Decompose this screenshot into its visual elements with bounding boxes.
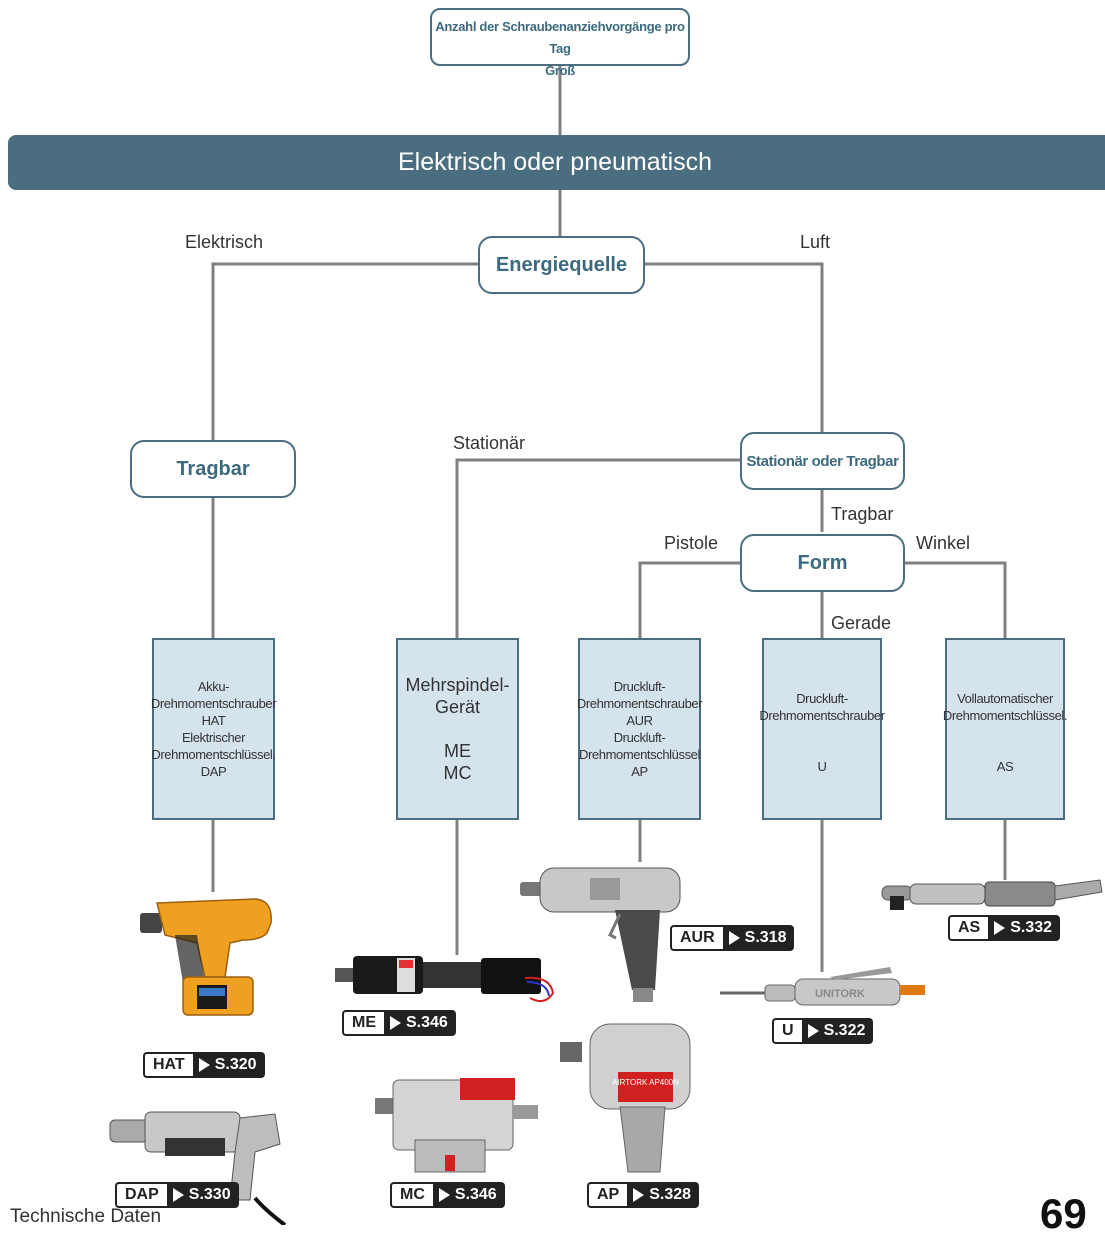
energy-source-node: Energiequelle [478,236,645,294]
tag-u[interactable]: U S.322 [772,1018,874,1044]
edge-label-air: Luft [800,232,831,252]
leaf-line: Drehmomentschlüssel. [151,747,276,762]
tag-ref: S.320 [192,1052,265,1078]
tag-ref-text: S.320 [214,1056,257,1073]
play-arrow-icon [172,1188,184,1202]
leaf-line: Drehmomentschlüssel [579,747,701,762]
tag-hat[interactable]: HAT S.320 [143,1052,265,1078]
tag-ref: S.332 [988,915,1061,941]
play-arrow-icon [438,1188,450,1202]
leaf-line: AUR [626,713,653,728]
tag-ref-text: S.330 [188,1186,231,1203]
tag-aur[interactable]: AUR S.318 [670,925,795,951]
drive-type-banner: Elektrisch oder pneumatisch [8,135,1105,190]
tag-code: ME [342,1010,384,1036]
leaf-line: Mehrspindel- [405,675,510,695]
edge-label-pistol: Pistole [664,533,719,553]
me-tool-image [335,956,555,1003]
leaf-line: HAT [201,713,226,728]
tag-code: AP [587,1182,628,1208]
ap-tool-image: AIRTORK AP400N [560,1023,691,1173]
tag-ref-text: S.322 [823,1022,866,1039]
footer-section-title: Technische Daten [10,1206,162,1227]
tag-code: MC [390,1182,433,1208]
leaf-as: Vollautomatischer Drehmomentschlüssel. A… [942,638,1068,820]
hat-tool-image [140,898,272,1016]
ap-label-text: AIRTORK AP400N [612,1078,679,1087]
u-label-text: UNITORK [815,988,865,1000]
portable-node: Tragbar [130,440,296,498]
tag-ref-text: S.346 [406,1014,448,1031]
leaf-line: U [817,759,827,774]
daily-volume-box: Anzahl der Schraubenanziehvorgänge pro T… [430,8,690,78]
leaf-line: Drehmomentschrauber [759,708,885,723]
leaf-line: MC [443,763,472,783]
mc-tool-image [375,1078,538,1173]
tag-as[interactable]: AS S.332 [948,915,1061,941]
leaf-line: Druckluft- [613,679,666,694]
play-arrow-icon [807,1024,819,1038]
page-number: 69 [1040,1190,1087,1237]
tag-ref: S.330 [166,1182,239,1208]
tag-ref-text: S.318 [744,929,787,946]
daily-volume-value: Groß [545,63,575,78]
tag-dap[interactable]: DAP S.330 [115,1182,239,1208]
play-arrow-icon [390,1016,401,1030]
leaf-line: Elektrischer [181,730,246,745]
daily-volume-title: Anzahl der Schraubenanziehvorgänge pro T… [435,19,685,56]
leaf-line: Drehmomentschrauber [576,696,703,711]
leaf-hat-dap: Akku- Drehmomentschrauber HAT Elektrisch… [150,638,277,820]
tag-code: DAP [115,1182,167,1208]
tag-code: HAT [143,1052,193,1078]
stationary-or-portable-node: Stationär oder Tragbar [740,432,905,490]
tag-ref: S.346 [432,1182,505,1208]
leaf-line: Akku- [197,679,230,694]
tag-ref: S.318 [722,925,795,951]
tag-code: AS [948,915,989,941]
play-arrow-icon [728,931,740,945]
u-tool-image: UNITORK [720,967,925,1006]
tag-code: AUR [670,925,723,951]
as-tool-image [881,879,1103,910]
tag-ref: S.322 [801,1018,874,1044]
leaf-line: AS [996,759,1014,774]
edge-label-angle: Winkel [916,533,971,553]
leaf-aur-ap: Druckluft- Drehmomentschrauber AUR Druck… [576,638,703,820]
leaf-line: AP [631,764,648,779]
edge-label-portable: Tragbar [831,504,894,524]
play-arrow-icon [198,1058,210,1072]
dap-tool-image [109,1111,287,1225]
play-arrow-icon [994,921,1006,935]
leaf-line: DAP [200,764,227,779]
leaf-me-mc: Mehrspindel- Gerät ME MC [396,638,519,820]
leaf-line: Drehmomentschlüssel. [942,708,1068,723]
tag-code: U [772,1018,802,1044]
tag-ref-text: S.332 [1010,919,1053,936]
leaf-u: Druckluft- Drehmomentschrauber U [759,638,885,820]
leaf-line: Druckluft- [796,691,848,706]
tag-ref-text: S.328 [649,1186,692,1203]
leaf-line: Druckluft- [613,730,666,745]
tag-ref: S.346 [384,1010,456,1036]
edge-label-straight: Gerade [831,613,892,633]
play-arrow-icon [633,1188,645,1202]
edge-label-stationary: Stationär [453,433,526,453]
tag-ap[interactable]: AP S.328 [587,1182,700,1208]
tag-mc[interactable]: MC S.346 [390,1182,505,1208]
leaf-line: Drehmomentschrauber [150,696,277,711]
leaf-line: ME [444,741,471,761]
edge-label-electric: Elektrisch [185,232,264,252]
tag-ref: S.328 [627,1182,700,1208]
leaf-line: Vollautomatischer [957,691,1053,706]
leaf-line: Gerät [434,697,481,717]
aur-tool-image [520,867,681,1002]
form-node: Form [740,534,905,592]
tag-ref-text: S.346 [454,1186,497,1203]
tag-me[interactable]: ME S.346 [342,1010,456,1036]
